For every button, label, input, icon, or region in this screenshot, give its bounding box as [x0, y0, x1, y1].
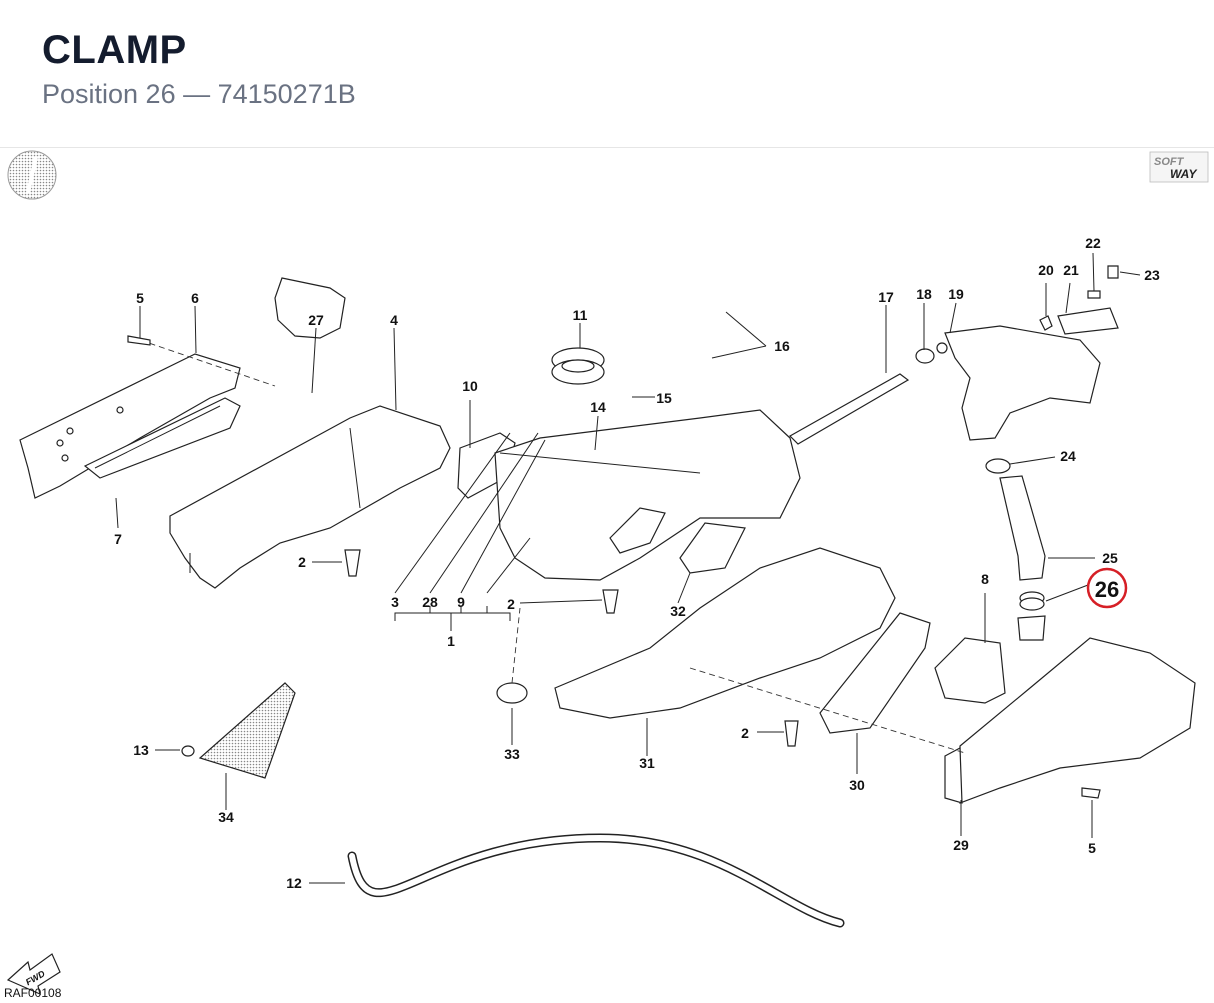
softway-logo: SOFT WAY — [1149, 151, 1209, 183]
part-33-grommet — [496, 682, 528, 704]
callout-label: 16 — [774, 338, 790, 354]
callout-label: 6 — [191, 290, 199, 306]
callout-label: 5 — [1088, 840, 1096, 856]
callout-label: 4 — [390, 312, 398, 328]
part-17-hose — [789, 373, 910, 445]
highlighted-position-callout: 26 — [1086, 567, 1128, 609]
callout-label: 8 — [981, 571, 989, 587]
part-26-clamp — [1019, 591, 1045, 611]
drawing-code: RAF00108 — [4, 986, 62, 1000]
callout-label: 12 — [286, 875, 302, 891]
page-title: CLAMP — [42, 28, 187, 72]
callout-label: 11 — [573, 307, 588, 323]
part-4-panel — [169, 405, 451, 589]
parts-20-23-bracket-set — [1039, 265, 1119, 335]
callout-label: 29 — [953, 837, 969, 853]
part-11-ring — [551, 347, 605, 385]
callout-label: 2 — [298, 554, 306, 570]
part-29-fairing — [944, 637, 1196, 804]
callout-label: 20 — [1038, 262, 1054, 278]
brand-emblem-icon — [7, 150, 57, 200]
page-header: CLAMP Position 26 — 74150271B — [0, 0, 1214, 148]
callout-label: 5 — [136, 290, 144, 306]
callout-label: 7 — [114, 531, 122, 547]
spacer-screws — [344, 549, 1101, 799]
callout-label: 33 — [504, 746, 520, 762]
highlighted-position-number: 26 — [1095, 577, 1119, 602]
part-8-holder — [934, 637, 1006, 704]
callout-label: 17 — [878, 289, 894, 305]
callout-label: 14 — [590, 399, 606, 415]
callout-label: 9 — [457, 594, 465, 610]
part-12-hose-core — [349, 834, 843, 926]
callout-label: 3 — [391, 594, 399, 610]
callout-label: 18 — [916, 286, 932, 302]
callout-label: 22 — [1085, 235, 1101, 251]
callout-label: 27 — [308, 312, 324, 328]
callout-label: 34 — [218, 809, 234, 825]
forward-arrow-icon: FWD — [6, 953, 61, 996]
part-19-reservoir — [936, 325, 1101, 441]
leader-lines — [115, 252, 1141, 884]
logo-text-soft: SOFT — [1154, 156, 1185, 168]
part-24-clamp — [985, 458, 1011, 474]
callout-label: 24 — [1060, 448, 1076, 464]
part-34-cover — [198, 682, 296, 779]
part-side-frame-left — [19, 335, 276, 499]
callout-label: 1 — [447, 633, 455, 649]
callout-label: 25 — [1102, 550, 1118, 566]
page-subtitle: Position 26 — 74150271B — [42, 79, 356, 109]
part-18-grommet — [915, 348, 935, 364]
callout-label: 21 — [1063, 262, 1079, 278]
callout-label: 32 — [670, 603, 686, 619]
logo-text-way: WAY — [1170, 167, 1197, 181]
part-27-bracket — [274, 277, 346, 339]
part-12-hose — [347, 833, 845, 928]
part-13-grommet — [181, 745, 195, 757]
callout-label: 23 — [1144, 267, 1160, 283]
callout-label: 28 — [422, 594, 438, 610]
callout-label: 31 — [639, 755, 655, 771]
part-31-tray — [554, 547, 966, 754]
callout-label: 15 — [656, 390, 672, 406]
exploded-parts-diagram: SOFT WAY — [4, 150, 1209, 1000]
callout-label: 2 — [507, 596, 515, 612]
part-30-gasket — [819, 612, 931, 734]
callout-label: 10 — [462, 378, 478, 394]
part-33-centerline — [511, 607, 521, 684]
callout-label: 30 — [849, 777, 865, 793]
callout-label: 2 — [741, 725, 749, 741]
callout-label: 19 — [948, 286, 964, 302]
part-14-tank-cover — [494, 409, 801, 581]
part-8-valve — [1017, 615, 1046, 641]
part-32-gasket — [679, 522, 746, 574]
callout-labels: 1 2 2 2 2 3 4 5 5 6 7 8 8 9 10 11 12 13 … — [114, 235, 1160, 891]
callout-label: 13 — [133, 742, 149, 758]
part-25-hose — [999, 475, 1046, 581]
